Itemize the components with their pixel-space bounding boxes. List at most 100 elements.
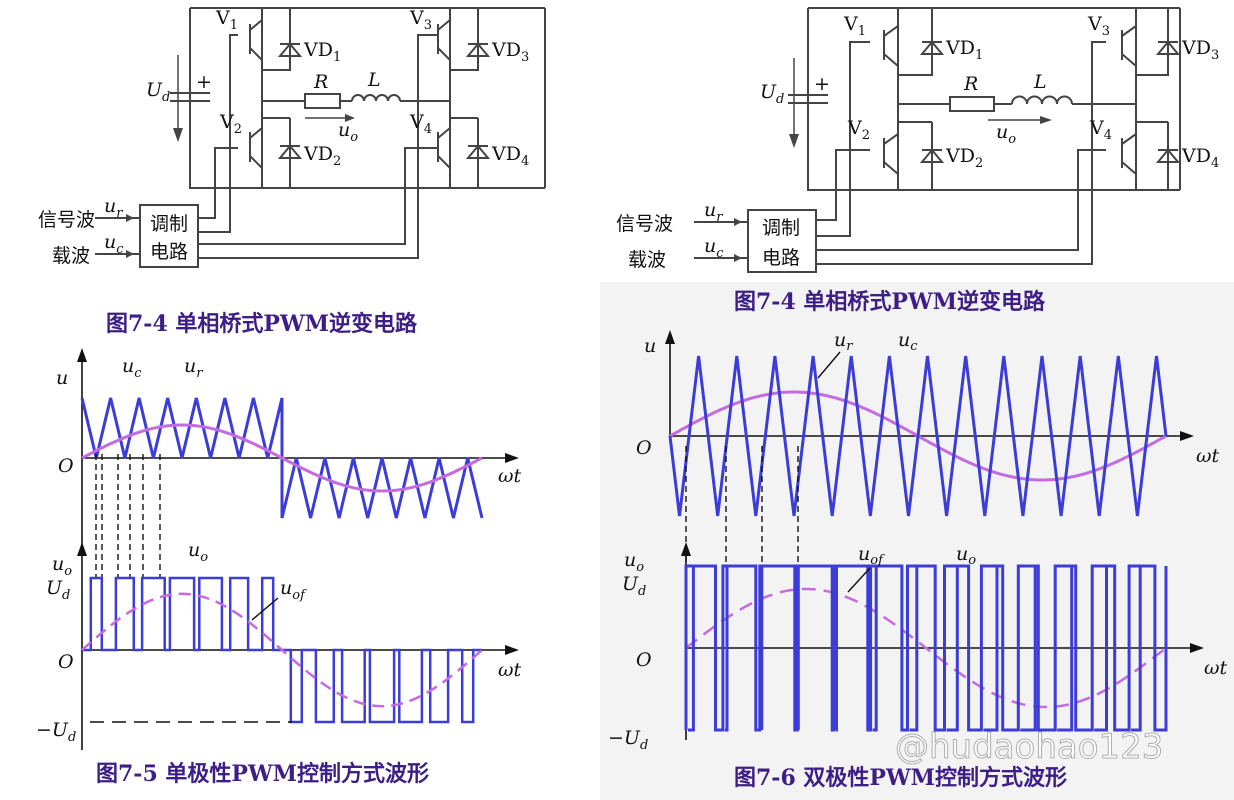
label-uof-wave-right: uof xyxy=(858,543,885,568)
mod-input-arrows xyxy=(126,214,134,258)
label-uc: uc xyxy=(104,231,124,257)
transistor-v3-right xyxy=(1121,25,1137,67)
left-figure: V1 V2 V3 V4 VD1 VD2 VD3 VD4 R L uo Ud + … xyxy=(36,7,546,750)
transistor-v2 xyxy=(249,127,263,169)
bipolar-output-wave xyxy=(684,564,1168,732)
diode-vd2 xyxy=(277,144,303,159)
transistor-v4 xyxy=(437,127,451,169)
dc-capacitor xyxy=(170,90,210,188)
label-ur-right: ur xyxy=(704,199,723,225)
label-origin-bottom-right: O xyxy=(636,649,652,671)
bipolar-carrier-wave xyxy=(668,355,1168,517)
bipolar-projection-lines xyxy=(685,446,799,566)
right-diodes-wire xyxy=(450,8,479,188)
unipolar-signal-path xyxy=(81,423,483,493)
transistor-v3 xyxy=(437,19,451,61)
transistor-v2-right xyxy=(883,133,899,175)
transistor-v4-right xyxy=(1121,133,1137,175)
label-carrier-wave: 载波 xyxy=(52,245,90,267)
label-ur: ur xyxy=(104,195,123,221)
transistor-v1-right xyxy=(883,25,899,67)
diode-vd4 xyxy=(465,144,491,159)
bipolar-fundamental-wave xyxy=(685,587,1167,709)
caption-right-bottom: 图7-6 双极性PWM控制方式波形 xyxy=(734,765,1068,791)
label-vd3: VD3 xyxy=(491,39,529,65)
transistor-v1 xyxy=(249,19,263,61)
gate-lines-right-right xyxy=(816,41,1106,265)
diode-vd3-right xyxy=(1155,40,1181,55)
gate-lines-right xyxy=(198,34,438,259)
label-ur-wave: ur xyxy=(184,355,203,381)
current-arrow-head xyxy=(345,114,355,122)
uof-pointer xyxy=(251,597,279,621)
diode-vd4-right xyxy=(1155,148,1181,163)
gate-lines-left xyxy=(198,34,238,233)
label-mod-line2-right: 电路 xyxy=(762,247,800,269)
resistor-r xyxy=(304,93,341,109)
label-uo-axis-right: uo xyxy=(624,549,644,575)
left-panel: V1 V2 V3 V4 VD1 VD2 VD3 VD4 R L uo Ud + … xyxy=(0,0,600,800)
label-vd4: VD4 xyxy=(491,143,529,169)
label-v4-right: V4 xyxy=(1089,117,1112,143)
label-uof-wave: uof xyxy=(280,577,307,603)
label-ud: Ud xyxy=(146,79,170,105)
label-plus: + xyxy=(196,71,212,93)
label-v4: V4 xyxy=(409,111,432,137)
label-mod-line1: 调制 xyxy=(150,213,188,235)
label-u-axis-right: u xyxy=(644,335,656,357)
label-vd2-right: VD2 xyxy=(945,145,983,171)
unipolar-projection-lines xyxy=(95,454,161,578)
bipolar-carrier-path xyxy=(668,355,1168,517)
unipolar-axes xyxy=(81,358,505,750)
label-u-axis: u xyxy=(56,367,68,389)
label-uo-wave: uo xyxy=(188,539,208,565)
label-r: R xyxy=(313,71,328,93)
label-ud-level-right: Ud xyxy=(622,573,646,599)
label-signal-wave-right: 信号波 xyxy=(616,213,673,235)
label-v1-right: V1 xyxy=(843,13,866,39)
bipolar-label-pointers xyxy=(817,351,871,593)
ud-arrow-head-right xyxy=(789,134,799,148)
label-signal-wave: 信号波 xyxy=(38,209,95,231)
label-carrier-wave-right: 载波 xyxy=(628,249,666,271)
right-figure: V1 V2 V3 V4 VD1 VD2 VD3 VD4 R L uo Ud + … xyxy=(600,0,1234,753)
label-v3-right: V3 xyxy=(1087,13,1110,39)
diode-vd1 xyxy=(277,42,303,57)
diode-vd3 xyxy=(465,42,491,57)
label-v1: V1 xyxy=(215,7,238,33)
circuit-background xyxy=(600,0,1234,282)
modulation-box-right xyxy=(747,209,817,273)
label-uo: uo xyxy=(338,119,358,145)
left-diodes-wire-right xyxy=(898,8,933,190)
label-r-right: R xyxy=(963,73,978,95)
watermark: @hudaohao123 xyxy=(894,727,1164,768)
label-vd1-right: VD1 xyxy=(945,37,983,63)
label-uc-wave-right: uc xyxy=(898,329,918,354)
right-panel: V1 V2 V3 V4 VD1 VD2 VD3 VD4 R L uo Ud + … xyxy=(600,0,1234,800)
label-origin-top: O xyxy=(58,455,74,477)
diode-vd2-right xyxy=(919,148,945,163)
label-neg-ud-level: −Ud xyxy=(36,719,76,745)
bipolar-fundamental-path xyxy=(685,587,1167,709)
label-wt-bottom: ωt xyxy=(498,659,521,681)
label-wt-top-right: ωt xyxy=(1196,445,1219,467)
modulation-box xyxy=(139,204,199,268)
label-uo-wave-right: uo xyxy=(956,543,976,568)
label-ur-wave-right: ur xyxy=(834,329,853,354)
label-mod-line2: 电路 xyxy=(150,241,188,263)
inductor-l xyxy=(351,94,401,102)
inductor-l-right xyxy=(1011,95,1073,105)
label-v2: V2 xyxy=(219,111,242,137)
label-l-right: L xyxy=(1033,71,1047,93)
label-vd4-right: VD4 xyxy=(1181,145,1219,171)
label-ud-right: Ud xyxy=(760,81,784,107)
label-wt-top: ωt xyxy=(498,465,521,487)
label-mod-line1-right: 调制 xyxy=(762,217,800,239)
caption-left-bottom: 图7-5 单极性PWM控制方式波形 xyxy=(96,761,430,787)
right-diodes-wire-right xyxy=(1136,8,1169,190)
label-vd2: VD2 xyxy=(303,143,341,169)
bipolar-output-path xyxy=(684,564,1168,732)
gate-lines-left-right xyxy=(816,41,870,237)
label-plus-right: + xyxy=(814,73,830,95)
label-v2-right: V2 xyxy=(847,117,870,143)
